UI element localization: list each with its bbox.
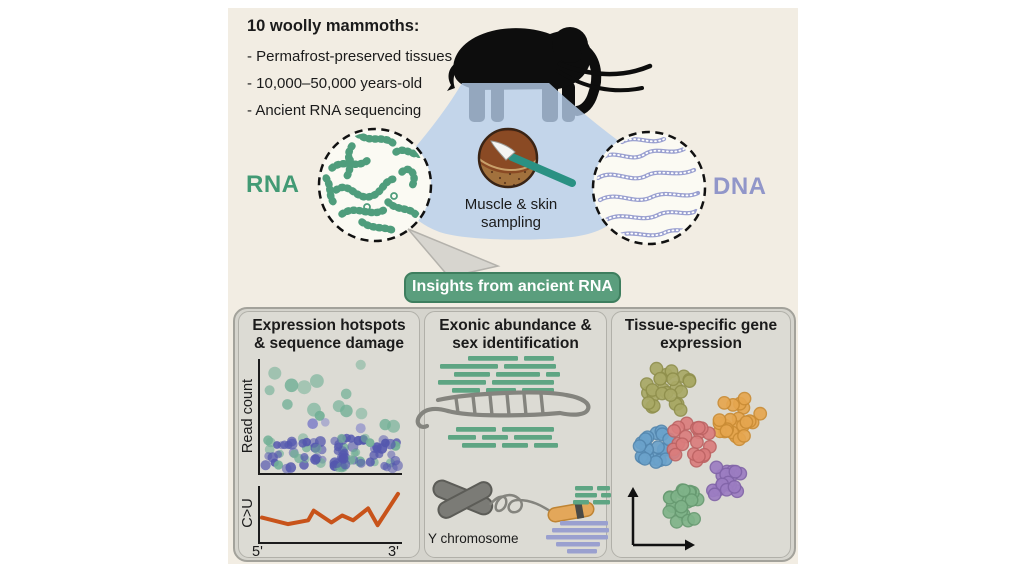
insights-banner: Insights from ancient RNA (404, 272, 621, 303)
sampling-caption: Muscle & skin sampling (448, 196, 574, 232)
panel3-title: Tissue-specific gene expression (624, 317, 778, 352)
rna-label: RNA (246, 171, 300, 198)
bullet-sequencing: - Ancient RNA sequencing (247, 102, 422, 119)
study-summary: 10 woolly mammoths: - Permafrost-preserv… (247, 17, 452, 124)
y-axis-label-cu: C>U (240, 498, 256, 528)
sampling-caption-line2: sampling (480, 214, 542, 231)
x-axis-5prime: 5' (252, 544, 263, 560)
dna-label: DNA (713, 173, 767, 200)
bullet-age: - 10,000–50,000 years-old (247, 75, 423, 92)
panel1-title: Expression hotspots & sequence damage (252, 317, 406, 352)
x-axis-3prime: 3' (388, 544, 399, 560)
bullet-permafrost: - Permafrost-preserved tissues (247, 48, 453, 65)
y-axis-label-read-count: Read count (240, 378, 256, 454)
study-title: 10 woolly mammoths: (247, 17, 420, 35)
panel2-title: Exonic abundance & sex identification (439, 317, 592, 352)
sampling-caption-line1: Muscle & skin (464, 196, 558, 213)
y-chromosome-label: Y chromosome (428, 531, 519, 546)
